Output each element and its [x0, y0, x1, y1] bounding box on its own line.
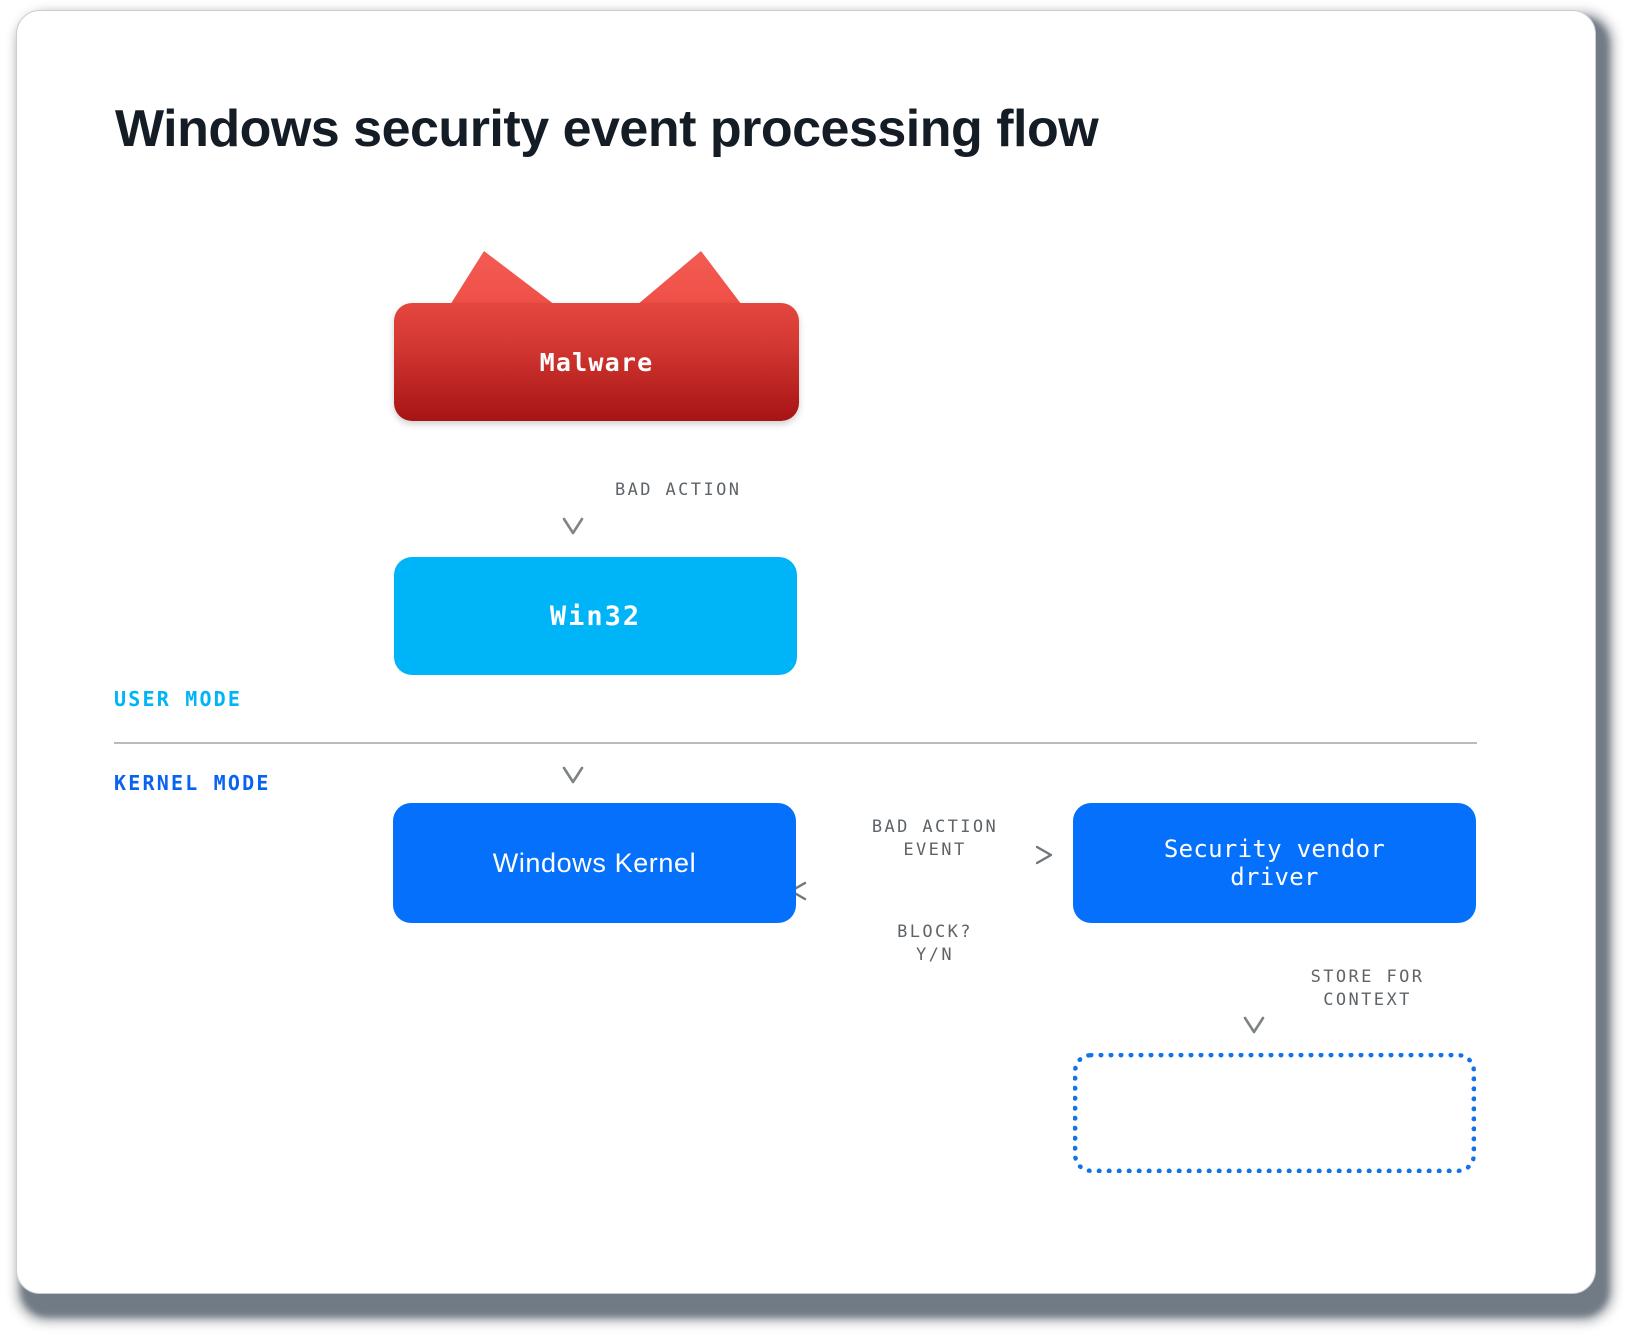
edge-malware-to-win32 [562, 412, 584, 535]
edge-label-block-yn: BLOCK? Y/N [897, 922, 973, 965]
node-windows-kernel[interactable]: Windows Kernel [393, 803, 796, 923]
node-security-vendor-driver[interactable]: Security vendor driver [1073, 803, 1476, 923]
node-context-store[interactable] [1073, 1053, 1476, 1173]
edge-label-store-for-context: STORE FOR CONTEXT [1310, 967, 1425, 1010]
zone-label-user-mode: USER MODE [114, 687, 243, 711]
edge-vendor-to-kernel [789, 881, 1057, 901]
edge-vendor-to-store [1243, 913, 1265, 1034]
node-win32-label: Win32 [549, 600, 642, 632]
zone-label-kernel-mode: KERNEL MODE [114, 771, 271, 795]
mode-divider [114, 742, 1477, 744]
edge-label-bad-action-event: BAD ACTION EVENT [871, 817, 999, 860]
diagram-frame: Windows security event processing flow [16, 10, 1596, 1294]
node-security-vendor-driver-label: Security vendor driver [1163, 834, 1386, 891]
edge-win32-to-kernel [562, 665, 584, 784]
node-malware-label: Malware [539, 347, 654, 377]
node-windows-kernel-label: Windows Kernel [492, 847, 697, 878]
node-malware[interactable]: Malware [394, 303, 799, 421]
edge-label-bad-action: BAD ACTION [615, 480, 742, 500]
page-title: Windows security event processing flow [115, 100, 1099, 158]
node-win32[interactable]: Win32 [394, 557, 797, 675]
